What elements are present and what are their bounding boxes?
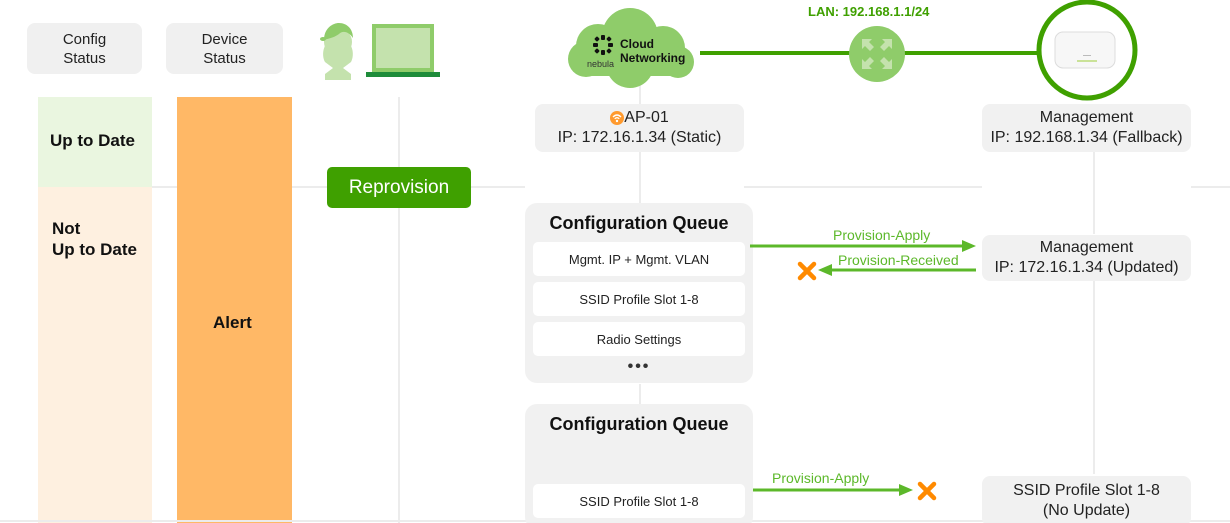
config-status-header-line1: Config [62,30,107,48]
lan-label: LAN: 192.168.1.1/24 [808,4,930,19]
lane-line-device [1093,152,1095,234]
row-divider [1191,186,1230,188]
provision-apply-arrow-2 [753,484,913,496]
failure-x-icon [797,261,817,281]
device-status-header-line1: Device [201,30,248,48]
provision-received-arrow [818,264,976,276]
device-ssid-noupdate-box: SSID Profile Slot 1-8 (No Update) [982,476,1191,523]
queue-2-title: Configuration Queue [549,414,729,434]
device-ssid-noupdate-title: SSID Profile Slot 1-8 [1013,482,1160,499]
config-status-not-up-to-date-cell [38,187,152,523]
device-ssid-noupdate-status: (No Update) [1042,502,1131,519]
row-divider [744,186,982,188]
cloud-title: Cloud Networking [620,37,685,65]
device-status-alert-cell [177,97,292,523]
lane-line-cloud [639,152,641,204]
queue-1-title: Configuration Queue [549,213,729,233]
failure-x-icon [917,481,937,501]
config-status-up-to-date-cell [38,97,152,187]
provision-apply-arrow-1 [750,240,976,252]
lane-line-cloud [639,384,641,404]
device-mgmt-fallback-title: Management [1039,109,1134,126]
device-mgmt-fallback-ip: IP: 192.168.1.34 (Fallback) [990,129,1183,146]
admin-user-icon [320,23,353,80]
config-status-header: Config Status [27,23,142,74]
provision-received-label: Provision-Received [838,252,959,268]
config-status-not-line1: Not [52,219,81,238]
wifi-warning-icon [610,111,625,125]
reprovision-button[interactable]: Reprovision [327,167,471,208]
nebula-logo-icon [593,35,613,55]
config-status-not-up-to-date: Not Up to Date [52,218,137,260]
configuration-queue-1: Configuration Queue Mgmt. IP + Mgmt. VLA… [525,203,753,383]
row-divider [471,186,525,188]
lane-line-device [1093,281,1095,474]
row-divider [152,186,177,188]
config-status-header-line2: Status [63,49,106,67]
device-mgmt-fallback-box: Management IP: 192.168.1.34 (Fallback) [982,104,1191,152]
device-status-header-line2: Status [203,49,246,67]
device-mgmt-updated-ip: IP: 172.16.1.34 (Updated) [994,259,1179,276]
queue-1-more: ••• [627,358,651,375]
provision-apply-label-2: Provision-Apply [772,470,870,486]
ap-name: AP-01 [624,109,669,126]
device-status-header: Device Status [166,23,283,74]
config-status-not-line2: Up to Date [52,240,137,259]
config-status-up-to-date: Up to Date [50,131,135,150]
lane-line-admin [398,208,400,523]
cloud-title-line1: Cloud [620,37,654,51]
provision-apply-label-1: Provision-Apply [833,227,931,243]
device-mgmt-updated-title: Management [1039,239,1134,256]
nebula-brand-label: nebula [587,59,615,69]
router-icon [849,26,905,82]
ap-info-box: AP-01 IP: 172.16.1.34 (Static) [535,104,744,152]
configuration-queue-2: Configuration Queue SSID Profile Slot 1-… [525,404,753,523]
cloud-title-line2: Networking [620,51,686,65]
row-divider [292,186,327,188]
queue-2-item: SSID Profile Slot 1-8 [533,484,745,518]
queue-1-item: Mgmt. IP + Mgmt. VLAN [533,242,745,276]
queue-1-item: SSID Profile Slot 1-8 [533,282,745,316]
laptop-icon [366,24,440,77]
ap-ip: IP: 172.16.1.34 (Static) [557,129,722,146]
lane-line-admin [398,97,400,167]
access-point-icon [1036,0,1138,101]
lane-line-cloud [639,80,641,104]
ap-name-row: AP-01 [610,108,669,128]
device-status-alert: Alert [213,313,252,332]
device-mgmt-updated-box: Management IP: 172.16.1.34 (Updated) [982,235,1191,281]
queue-1-item: Radio Settings [533,322,745,356]
